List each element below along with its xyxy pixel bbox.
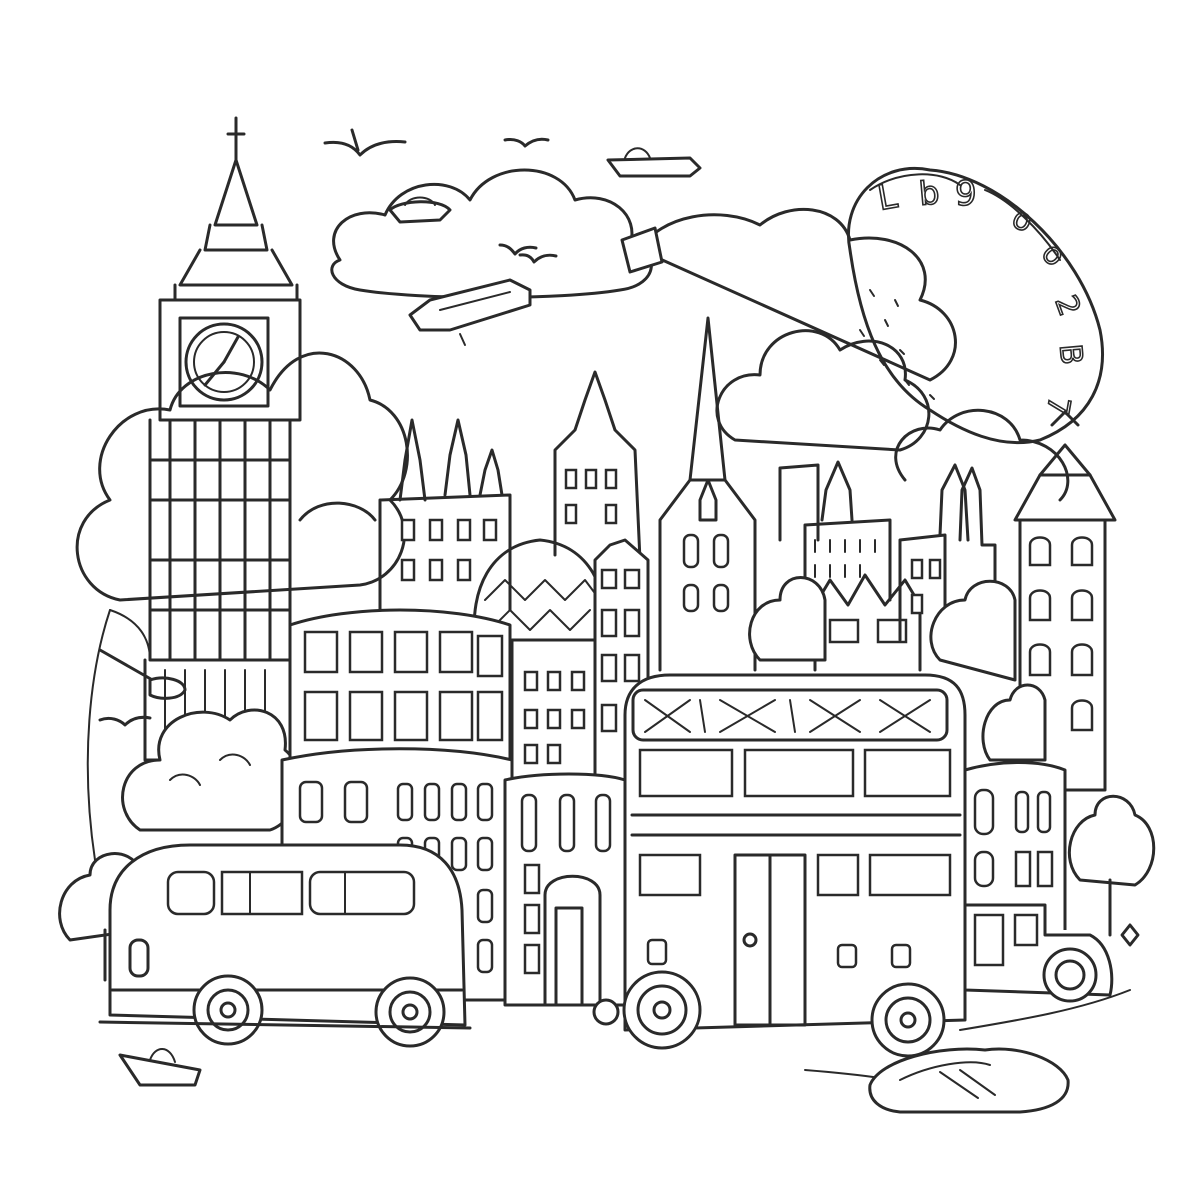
svg-text:9: 9 [955, 174, 977, 214]
svg-text:2: 2 [1047, 291, 1086, 321]
svg-text:7: 7 [1039, 394, 1077, 419]
moon: L b 9 o o 2 B 7 [847, 167, 1104, 445]
ground-and-boat [804, 989, 1131, 1114]
birds [98, 128, 1080, 727]
right-building-and-car [963, 761, 1140, 1003]
clock-face [184, 322, 264, 402]
clock-hands [203, 335, 240, 387]
bus-wheel-front [622, 970, 702, 1050]
middle-buildings [503, 538, 650, 1007]
background-clouds [75, 168, 1070, 602]
svg-text:L: L [875, 176, 901, 219]
bus-wheel-rear [870, 982, 946, 1058]
svg-text:o: o [1034, 236, 1072, 274]
small-bus-wheel-front [192, 974, 264, 1046]
small-bus-wheel-rear [374, 976, 446, 1048]
flying-vehicles [118, 147, 702, 1087]
svg-text:b: b [917, 173, 941, 213]
big-ben-tower [143, 116, 302, 762]
trees-right [748, 576, 1156, 937]
single-deck-bus [98, 843, 472, 1048]
svg-text:B: B [1052, 343, 1089, 367]
double-decker-bus [592, 673, 967, 1058]
